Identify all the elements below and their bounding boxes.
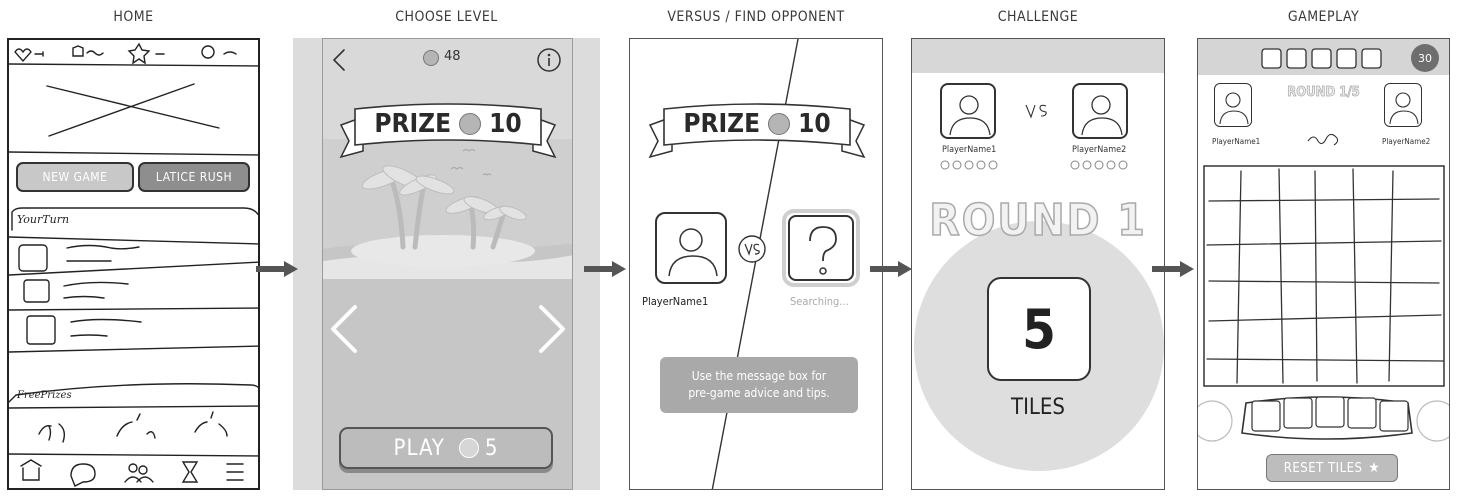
back-icon[interactable] [329, 47, 349, 73]
prize-banner: PRIZE 10 [652, 105, 862, 143]
vs-icon [738, 235, 766, 263]
home-screen: NEW GAME LATICE RUSH YourTurn FreePrizes [7, 38, 260, 490]
your-turn-label: YourTurn [17, 213, 70, 226]
player2-name: PlayerName2 [1382, 137, 1431, 146]
tiles-count: 5 [1022, 297, 1056, 361]
challenge-title: CHALLENGE [997, 9, 1079, 25]
coin-balance: 48 [444, 49, 461, 64]
choose-level-screen: 48 PRIZE 10 PLAY 5 [322, 38, 573, 490]
prize-label: PRIZE [374, 109, 452, 139]
round-heading: ROUND 1 [928, 194, 1147, 247]
flow-arrow-icon [1152, 261, 1194, 277]
timer-value: 30 [1418, 51, 1432, 65]
tile-rack[interactable] [1198, 393, 1450, 449]
home-sketch [9, 42, 258, 487]
prize-banner-ribbon [648, 103, 866, 159]
user-icon [949, 95, 991, 136]
question-icon [809, 226, 837, 275]
coin-icon [458, 438, 479, 458]
timer-badge: 30 [1411, 44, 1439, 72]
star-icon: ★ [1368, 460, 1381, 476]
gameplay-screen: 30 ROUND 1/5 PlayerName1 PlayerName2 [1197, 38, 1450, 490]
gameplay-title: GAMEPLAY [1287, 9, 1360, 25]
player2-avatar [1384, 83, 1422, 127]
prize-value: 10 [489, 109, 522, 139]
new-game-button[interactable]: NEW GAME [16, 162, 134, 192]
player1-round-dots [940, 160, 998, 170]
round-progress-boxes [1261, 48, 1382, 69]
play-button[interactable]: PLAY 5 [339, 427, 553, 469]
swirl-icon [1307, 133, 1339, 146]
prize-label: PRIZE [683, 109, 761, 139]
opponent-placeholder [782, 209, 860, 287]
play-cost: 5 [484, 435, 499, 461]
user-icon [1081, 95, 1123, 136]
player1-avatar [1214, 83, 1252, 127]
flow-arrow-icon [256, 261, 298, 277]
tip-line-1: Use the message box for [691, 369, 827, 383]
choose-level-title: CHOOSE LEVEL [395, 9, 498, 25]
player-avatar [655, 212, 727, 284]
game-board[interactable] [1203, 165, 1445, 387]
vs-icon [1025, 104, 1047, 119]
round-indicator: ROUND 1/5 [1287, 85, 1360, 101]
latice-rush-button[interactable]: LATICE RUSH [138, 162, 250, 192]
versus-title: VERSUS / FIND OPPONENT [667, 9, 845, 25]
play-label: PLAY [393, 435, 445, 461]
tip-message-box: Use the message box for pre-game advice … [660, 357, 858, 413]
free-prizes-label: FreePrizes [17, 390, 72, 401]
searching-status: Searching... [790, 295, 849, 308]
challenge-header-bar [912, 39, 1164, 73]
flow-arrow-icon [584, 261, 626, 277]
player1-name: PlayerName1 [942, 145, 997, 155]
tip-line-2: pre-game advice and tips. [688, 386, 830, 400]
challenge-screen: PlayerName1 PlayerName2 ROUND 1 5 TILES [911, 38, 1165, 490]
prize-value: 10 [798, 109, 831, 139]
tiles-count-card: 5 [987, 277, 1091, 381]
player2-name: PlayerName2 [1072, 145, 1127, 155]
user-icon [1389, 92, 1419, 125]
home-title: HOME [113, 9, 154, 25]
reset-label: RESET TILES [1283, 460, 1363, 476]
coin-icon [768, 113, 791, 135]
user-icon [668, 228, 718, 277]
coin-icon [459, 113, 482, 135]
player1-avatar [940, 83, 996, 139]
player2-avatar [1072, 83, 1128, 139]
prize-banner: PRIZE 10 [343, 105, 553, 143]
user-icon [1219, 92, 1249, 125]
player2-round-dots [1070, 160, 1128, 170]
tiles-label: TILES [1010, 395, 1065, 420]
flow-arrow-icon [870, 261, 912, 277]
player1-name: PlayerName1 [1212, 137, 1261, 146]
versus-screen: PRIZE 10 PlayerName1 Searching... Use th… [629, 38, 883, 490]
coin-icon [423, 50, 439, 66]
reset-tiles-button[interactable]: RESET TILES ★ [1266, 454, 1398, 482]
info-icon[interactable] [535, 46, 563, 74]
player-name: PlayerName1 [642, 295, 709, 308]
prize-banner-ribbon [339, 103, 557, 159]
